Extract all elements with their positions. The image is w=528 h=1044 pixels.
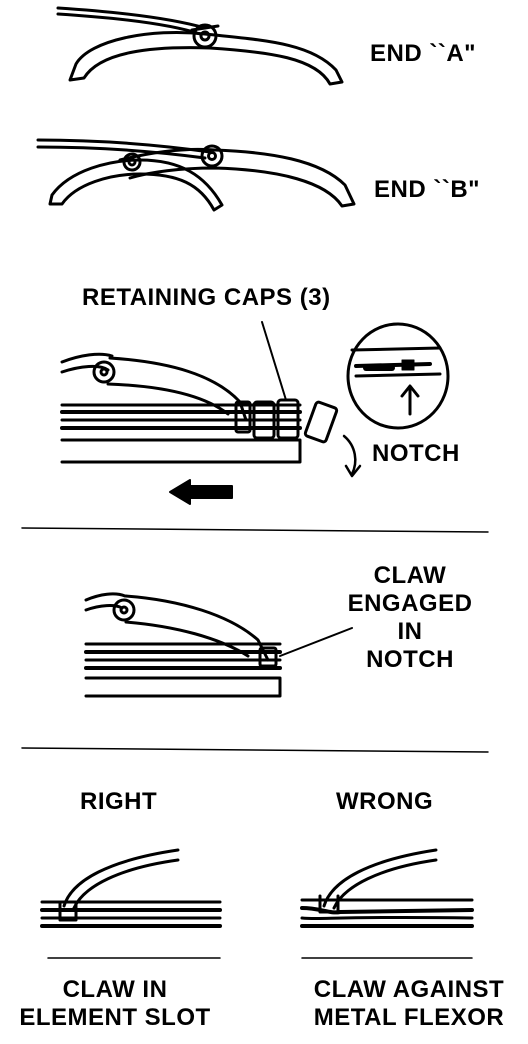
blade-yoke-end-b [36, 138, 356, 212]
separator-line [21, 747, 489, 753]
label-right: RIGHT [80, 788, 158, 815]
label-end-a: END ``A" [370, 40, 477, 67]
label-claw-against-flexor: CLAW AGAINST METAL FLEXOR [313, 976, 505, 1031]
separator-line [21, 527, 489, 533]
wrong-claw-against-flexor-figure [300, 848, 474, 959]
label-end-b: END ``B" [374, 176, 481, 203]
blade-yoke-end-a [56, 6, 344, 86]
label-wrong: WRONG [336, 788, 434, 815]
label-retaining-caps: RETAINING CAPS (3) [82, 284, 331, 311]
claw-engaged-scene [84, 592, 353, 698]
label-claw-in-slot: CLAW IN ELEMENT SLOT [19, 976, 211, 1031]
retaining-caps-scene [60, 321, 450, 505]
label-claw-engaged: CLAW ENGAGED IN NOTCH [347, 562, 473, 673]
right-claw-in-slot-figure [40, 848, 222, 959]
label-notch: NOTCH [372, 440, 460, 467]
